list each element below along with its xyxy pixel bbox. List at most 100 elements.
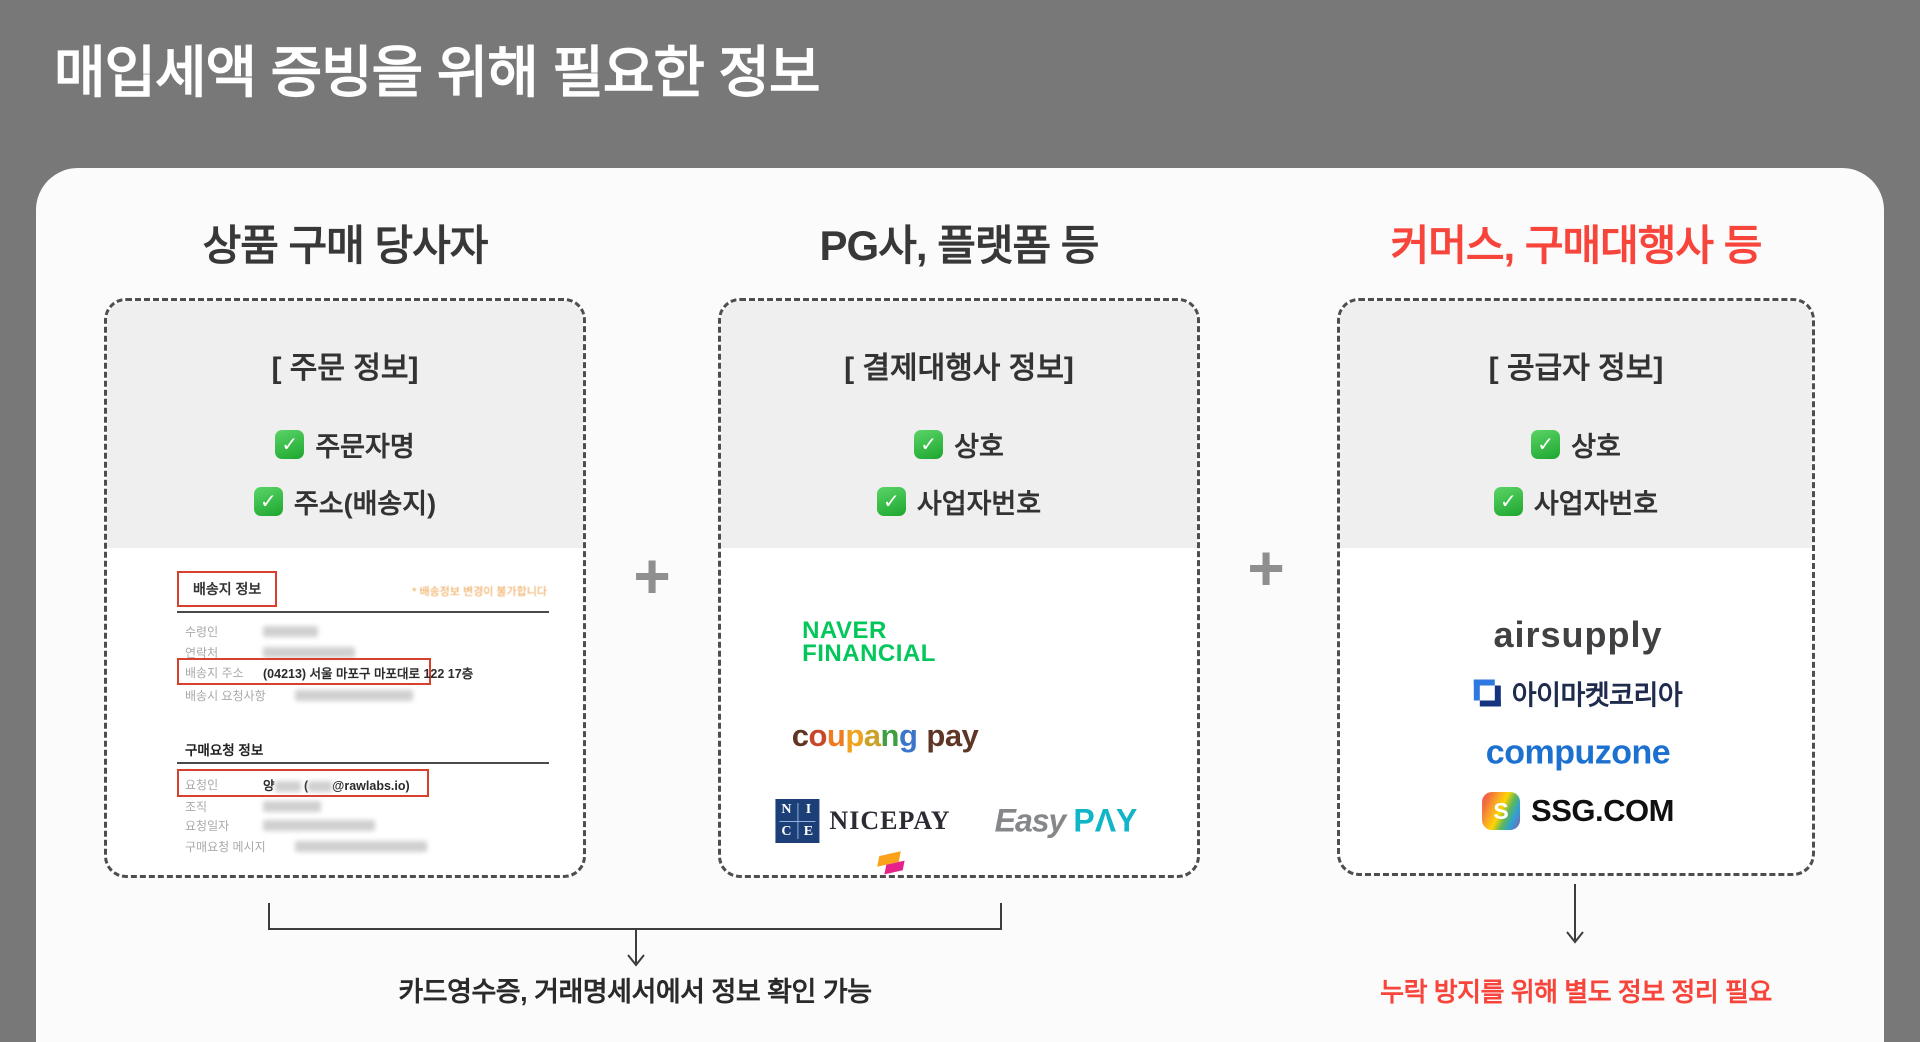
coupang-letter: a xyxy=(863,718,881,753)
coupang-letter: p xyxy=(845,718,864,753)
paren: ( xyxy=(304,778,309,793)
check-item-label: 상호 xyxy=(1571,432,1621,462)
form-row-requester: 요청인 양 (@rawlabs.io) xyxy=(185,775,410,794)
form-row: 배송시 요청사항 xyxy=(185,687,413,703)
nice-letter: E xyxy=(803,824,814,839)
coupang-letter: u xyxy=(826,718,846,753)
pg-box: [ 결제대행사 정보] ✓ 상호 ✓ 사업자번호 NAVER FINANCIAL… xyxy=(718,298,1200,878)
check-icon: ✓ xyxy=(253,487,283,516)
form-row-address: 배송지 주소 (04213) 서울 마포구 마포대로 122 17층 xyxy=(185,664,474,681)
form-label: 요청인 xyxy=(185,777,219,792)
down-arrow-icon xyxy=(1566,884,1584,944)
blurred-value xyxy=(295,840,427,852)
check-item-label: 주문자명 xyxy=(315,432,415,462)
nice-letter: C xyxy=(781,824,792,839)
nicepay-wordmark: NICEPAY xyxy=(829,806,951,835)
check-item: ✓ 사업자번호 xyxy=(1493,482,1659,521)
request-section-label: 구매요청 정보 xyxy=(185,743,264,758)
coupang-pay-logo: c o u p a n g pay xyxy=(792,718,979,754)
ssg-text: SSG.COM xyxy=(1531,793,1674,828)
buyer-box-header-area: [ 주문 정보] ✓ 주문자명 ✓ 주소(배송지) xyxy=(107,301,583,548)
blurred-value xyxy=(263,819,375,831)
check-item: ✓ 사업자번호 xyxy=(876,482,1042,521)
shipping-section-label: 배송지 정보 xyxy=(177,571,278,607)
ssg-s-icon: S xyxy=(1482,792,1521,830)
coupang-letter: n xyxy=(880,718,900,753)
check-icon: ✓ xyxy=(1531,430,1561,459)
left-footer-note: 카드영수증, 거래명세서에서 정보 확인 가능 xyxy=(398,977,872,1007)
check-item: ✓ 상호 xyxy=(1531,425,1621,464)
compuzone-logo: compuzone xyxy=(1485,733,1671,772)
requester-value: 양 (@rawlabs.io) xyxy=(263,775,410,794)
coupang-letter: c xyxy=(791,718,809,753)
naver-line2: FINANCIAL xyxy=(802,640,936,667)
coupang-pay-text: pay xyxy=(926,718,979,753)
easypay-logo: Easy PΛY xyxy=(995,803,1138,840)
shipping-note: * 배송정보 변경이 불가합니다 xyxy=(412,586,547,598)
buyer-box: [ 주문 정보] ✓ 주문자명 ✓ 주소(배송지) 배송지 정보 * 배송정보 … xyxy=(104,298,586,878)
check-icon: ✓ xyxy=(876,487,906,516)
imarketkorea-logo: 아이마켓코리아 xyxy=(1473,674,1683,713)
divider xyxy=(177,762,549,764)
check-item: ✓ 상호 xyxy=(914,425,1004,464)
nice-letter: N xyxy=(781,802,792,817)
kg-inicis-logo: KG 이니시스 xyxy=(877,851,1002,879)
form-row: 연락처 xyxy=(185,644,355,660)
form-row: 수령인 xyxy=(185,623,318,639)
check-icon: ✓ xyxy=(275,430,305,459)
down-arrow-icon xyxy=(627,929,645,967)
commerce-box-header-area: [ 공급자 정보] ✓ 상호 ✓ 사업자번호 xyxy=(1340,301,1812,548)
form-row: 조직 xyxy=(185,798,321,814)
form-label: 요청일자 xyxy=(185,818,230,833)
bracket-connector xyxy=(268,903,1002,930)
column-header-buyer: 상품 구매 당사자 xyxy=(202,222,489,269)
form-label: 수령인 xyxy=(185,624,219,639)
form-label: 배송시 요청사항 xyxy=(185,688,266,703)
address-value: (04213) 서울 마포구 마포대로 122 17층 xyxy=(263,666,474,681)
check-item: ✓ 주소(배송지) xyxy=(253,482,437,521)
check-item-label: 사업자번호 xyxy=(1533,489,1659,519)
form-label: 구매요청 메시지 xyxy=(185,839,266,854)
check-item: ✓ 주문자명 xyxy=(275,425,415,464)
divider xyxy=(177,611,549,613)
commerce-box: [ 공급자 정보] ✓ 상호 ✓ 사업자번호 airsupply 아이마켓코리아… xyxy=(1337,298,1815,876)
blurred-value xyxy=(263,646,355,658)
blurred-value xyxy=(274,780,301,792)
nicepay-logo: N I C E NICEPAY xyxy=(775,799,950,843)
check-icon: ✓ xyxy=(1493,487,1523,516)
imarketkorea-text: 아이마켓코리아 xyxy=(1511,680,1683,711)
coupang-letter: g xyxy=(898,718,918,753)
check-item-label: 상호 xyxy=(954,432,1004,462)
requester-highlight-frame xyxy=(177,769,429,797)
right-footer-note: 누락 방지를 위해 별도 정보 정리 필요 xyxy=(1380,977,1772,1007)
blurred-value xyxy=(308,780,333,792)
form-row: 요청일자 xyxy=(185,817,375,833)
blurred-value xyxy=(263,625,318,637)
plus-icon: + xyxy=(1247,532,1285,604)
requester-email-domain: @rawlabs.io) xyxy=(332,778,410,793)
nice-letter: I xyxy=(805,802,812,817)
buyer-box-title: [ 주문 정보] xyxy=(271,352,419,385)
column-header-commerce: 커머스, 구매대행사 등 xyxy=(1390,222,1763,269)
address-highlight-frame xyxy=(177,658,431,685)
imarketkorea-bracket-icon xyxy=(1473,679,1501,707)
check-item-label: 사업자번호 xyxy=(916,489,1042,519)
nice-square-icon: N I C E xyxy=(775,799,820,843)
easy-text: Easy xyxy=(994,802,1067,839)
commerce-box-title: [ 공급자 정보] xyxy=(1488,352,1664,385)
plus-icon: + xyxy=(633,540,671,612)
easypay-pay-text: PΛY xyxy=(1073,802,1138,839)
blurred-value xyxy=(295,689,413,701)
blurred-value xyxy=(263,800,321,812)
inicis-text: 이니시스 xyxy=(888,876,1002,879)
pg-box-title: [ 결제대행사 정보] xyxy=(844,352,1074,385)
check-icon: ✓ xyxy=(914,430,944,459)
coupang-letter: o xyxy=(808,718,827,753)
form-label: 연락처 xyxy=(185,645,219,660)
column-header-pg: PG사, 플랫폼 등 xyxy=(819,222,1100,269)
naver-financial-logo: NAVER FINANCIAL xyxy=(802,619,936,667)
page-title: 매입세액 증빙을 위해 필요한 정보 xyxy=(54,41,821,104)
kg-inicis-mark-icon xyxy=(877,851,905,876)
check-item-label: 주소(배송지) xyxy=(293,489,437,519)
